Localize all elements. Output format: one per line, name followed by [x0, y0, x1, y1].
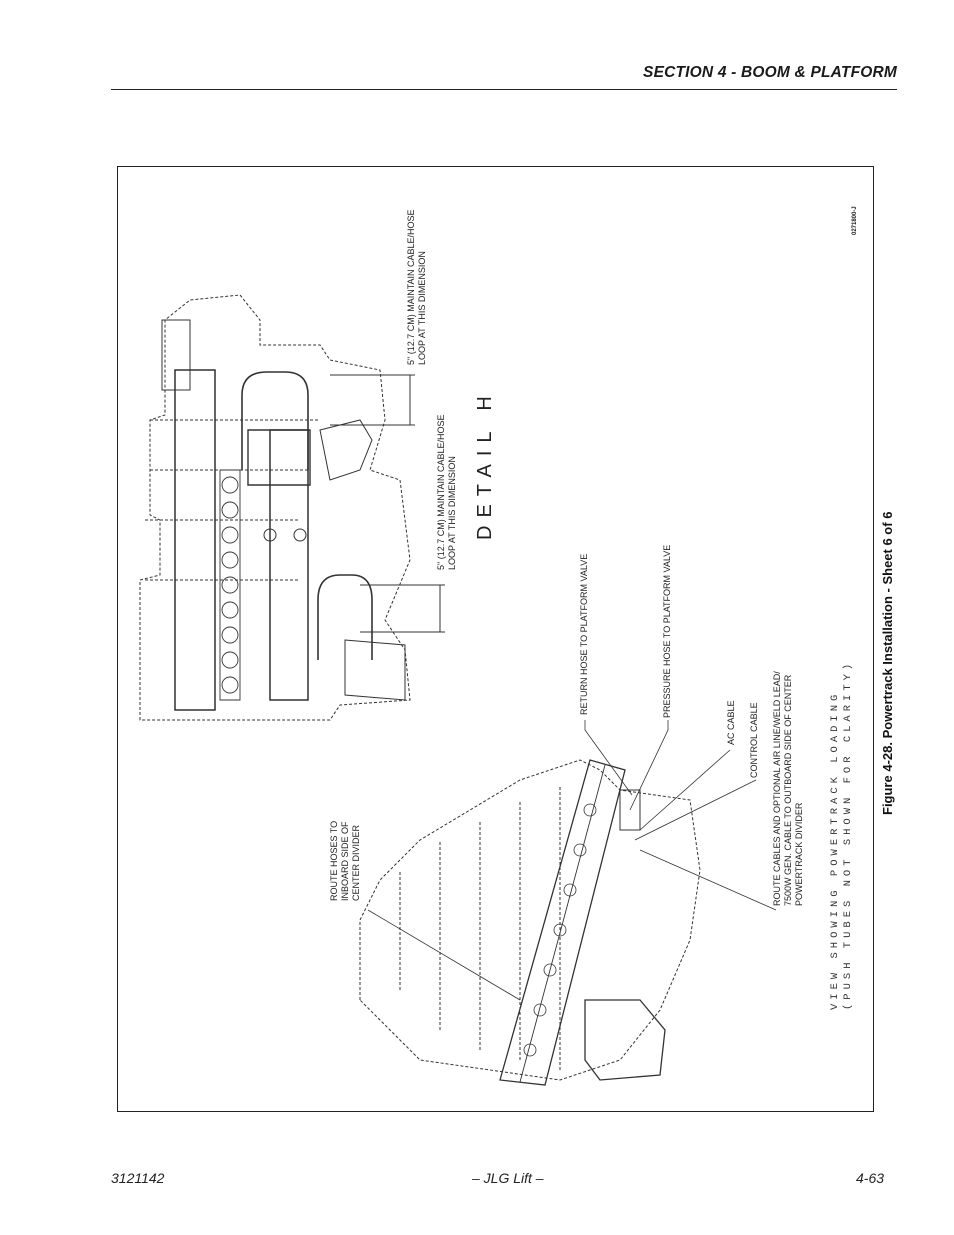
part-number: 0271800-J	[852, 206, 858, 235]
header-rule	[111, 89, 897, 90]
control-cable-label: CONTROL CABLE	[749, 702, 759, 778]
page-number: 4-63	[856, 1170, 885, 1186]
figure-caption: Figure 4-28. Powertrack Installation - S…	[880, 511, 895, 815]
section-title: SECTION 4 - BOOM & PLATFORM	[643, 64, 897, 81]
figure-frame	[117, 166, 874, 1112]
route-cables-label: ROUTE CABLES AND OPTIONAL AIR LINE/WELD …	[772, 671, 804, 906]
ac-cable-label: AC CABLE	[726, 700, 736, 745]
doc-number: 3121142	[111, 1170, 165, 1186]
detail-label: DETAIL H	[474, 388, 496, 540]
return-hose-label: RETURN HOSE TO PLATFORM VALVE	[579, 553, 589, 715]
pressure-hose-label: PRESSURE HOSE TO PLATFORM VALVE	[662, 544, 672, 718]
view-note: VIEW SHOWING POWERTRACK LOADING(PUSH TUB…	[829, 659, 854, 1010]
footer-center: – JLG Lift –	[472, 1170, 544, 1186]
